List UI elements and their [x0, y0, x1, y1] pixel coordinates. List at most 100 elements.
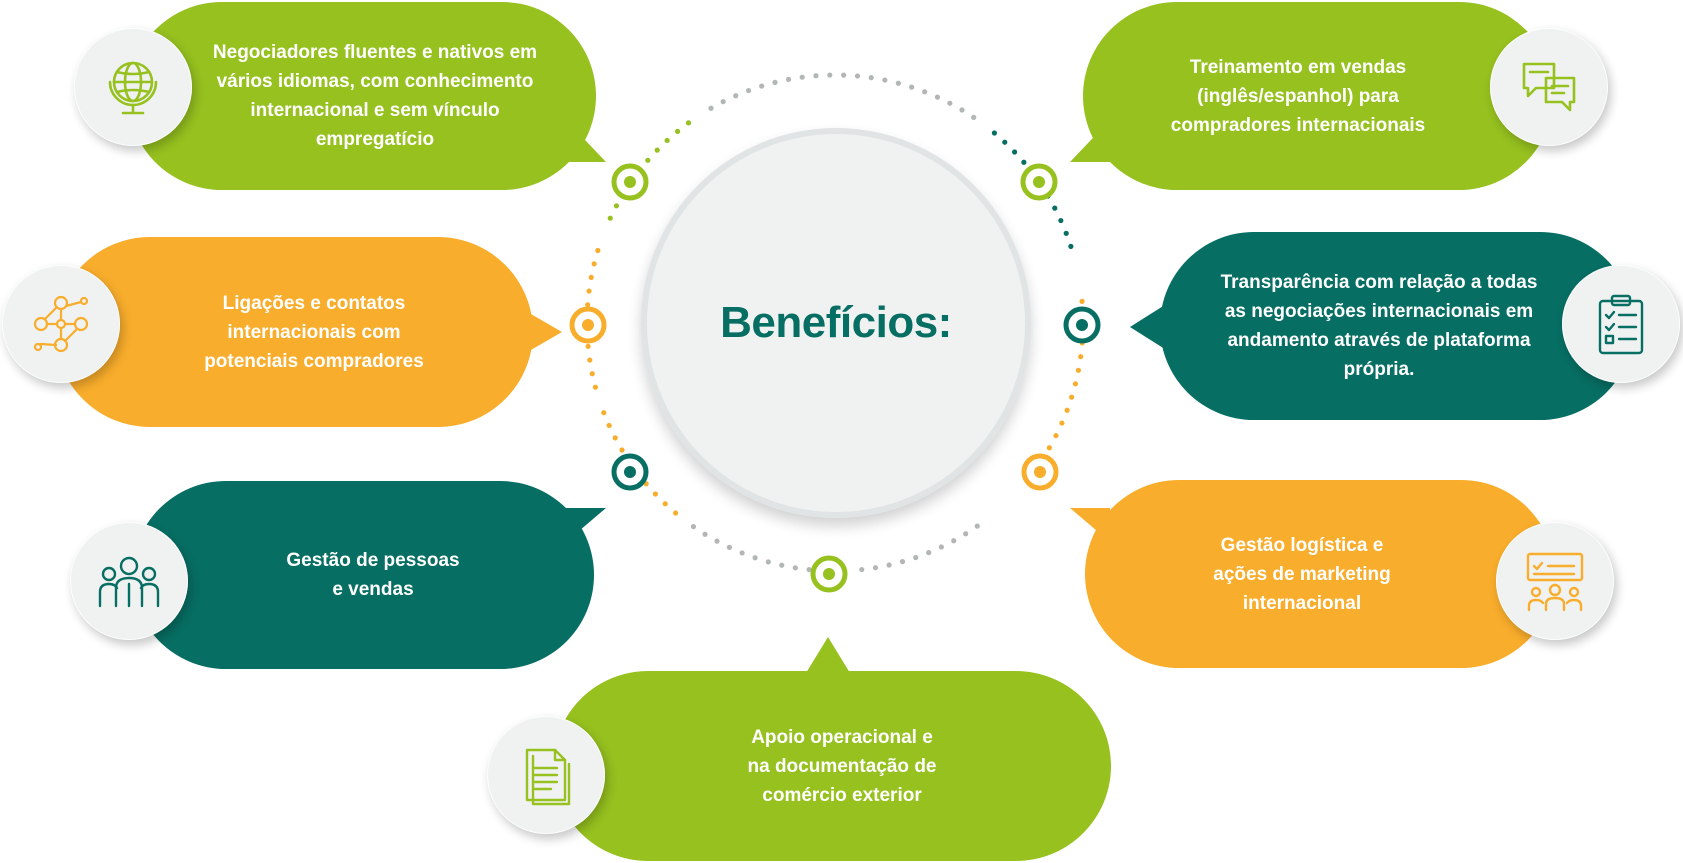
benefit-text-line: Treinamento em vendas [1189, 56, 1407, 78]
ring-dot [714, 538, 720, 544]
ring-dot [1052, 205, 1058, 211]
benefit-text-line: Apoio operacional e [751, 726, 933, 748]
bubble-pointer [566, 120, 606, 162]
ring-dot [588, 274, 594, 280]
ring-dot [601, 410, 607, 416]
ring-dot [720, 99, 726, 105]
bubble-pointer [566, 508, 606, 542]
benefit-text-line: andamento através de plataforma [1227, 330, 1531, 351]
network-people-icon [2, 265, 120, 383]
ring-node-marker [611, 453, 649, 491]
ring-dot [841, 72, 847, 78]
ring-dot [595, 247, 601, 254]
ring-dot [702, 531, 708, 537]
bubble-pointer [806, 637, 850, 673]
ring-dot [813, 73, 819, 79]
benefit-text-line: empregatício [315, 129, 435, 150]
center-circle: Benefícios: [641, 128, 1031, 518]
documents-icon [487, 716, 605, 834]
benefit-text-line: Gestão de pessoas [286, 550, 460, 571]
benefit-text-line: Negociadores fluentes e nativos em [212, 42, 538, 63]
chat-bubbles-icon [1490, 28, 1608, 146]
ring-dot [662, 501, 668, 507]
ring-dot [922, 89, 928, 95]
benefit-text-line: e vendas [332, 579, 414, 600]
ring-dot [1046, 445, 1052, 451]
benefit-text-line: potenciais compradores [204, 350, 424, 372]
ring-node-marker [810, 555, 848, 593]
ring-dot [607, 215, 613, 221]
benefit-bubble-operational-support: Apoio operacional e na documentação de c… [553, 671, 1111, 861]
benefit-text-line: própria. [1343, 359, 1415, 380]
benefit-text-line: internacionais com [227, 321, 401, 343]
ring-dot [585, 343, 591, 349]
ring-dot [882, 77, 888, 83]
ring-dot [726, 544, 733, 550]
ring-node-marker [1021, 453, 1059, 491]
ring-dot [652, 491, 659, 497]
ring-dot [612, 435, 618, 441]
ring-dot [1064, 407, 1070, 413]
ring-dot [733, 93, 739, 99]
ring-dot [1053, 432, 1059, 439]
ring-dot [1078, 354, 1084, 360]
ring-dot [951, 538, 957, 544]
benefit-text-line: ações de marketing [1213, 563, 1391, 585]
benefit-text-line: compradores internacionais [1170, 114, 1426, 136]
ring-dot [872, 565, 879, 571]
ring-dot [1063, 230, 1069, 236]
ring-dot [947, 100, 953, 106]
ring-dot [827, 72, 833, 78]
ring-dot [1002, 139, 1008, 145]
ring-dot [886, 562, 892, 568]
ring-dot [674, 128, 681, 134]
ring-dot [672, 510, 679, 516]
ring-dot [1058, 217, 1064, 224]
benefit-text-line: (inglês/espanhol) para [1197, 85, 1399, 107]
ring-dot [685, 120, 692, 126]
ring-node-marker [611, 163, 649, 201]
ring-dot [895, 80, 901, 86]
ring-dot [613, 203, 620, 209]
ring-dot [592, 384, 599, 390]
ring-dot [654, 147, 660, 153]
ring-dot [619, 447, 625, 453]
ring-dot [772, 79, 778, 85]
ring-dot [745, 87, 752, 94]
ring-dot [792, 565, 798, 571]
ring-dot [806, 567, 812, 573]
benefit-text-line: na documentação de [747, 755, 937, 777]
ring-dot [959, 107, 965, 113]
team-icon [70, 522, 188, 640]
bubble-pointer [1070, 120, 1110, 162]
ring-dot [1075, 367, 1082, 373]
ring-dot [585, 302, 591, 308]
clipboard-checklist-icon [1562, 265, 1680, 383]
ring-dot [1072, 381, 1079, 387]
ring-dot [779, 562, 785, 568]
ring-node-marker [569, 306, 607, 344]
ring-dot [752, 555, 758, 561]
bubble-pointer [1130, 303, 1168, 351]
benefit-bubble-sales-training: Treinamento em vendas (inglês/espanhol) … [1083, 2, 1553, 190]
ring-dot [1059, 420, 1065, 426]
ring-dot [1068, 243, 1074, 249]
ring-dot [708, 105, 714, 111]
ring-dot [991, 130, 998, 136]
ring-dot [971, 114, 977, 120]
ring-dot [913, 554, 919, 561]
benefit-text-line: as negociações internacionais em [1224, 301, 1534, 322]
benefit-bubble-multilingual-negotiators: Negociadores fluentes e nativos em vário… [128, 2, 596, 190]
benefit-text-line: Gestão logística e [1220, 534, 1384, 556]
ring-dot [591, 261, 597, 267]
ring-dot [1011, 149, 1018, 155]
ring-node-marker [1020, 163, 1058, 201]
ring-dot [868, 75, 874, 81]
benefit-bubble-logistics-marketing: Gestão logística e ações de marketing in… [1085, 480, 1555, 668]
benefit-text-line: comércio exterior [762, 784, 922, 806]
ring-dot [909, 84, 915, 90]
benefit-text-line: vários idiomas, com conhecimento [216, 71, 534, 92]
ring-dot [589, 371, 595, 377]
benefit-bubble-international-contacts: Ligações e contatos internacionais com p… [55, 237, 533, 427]
